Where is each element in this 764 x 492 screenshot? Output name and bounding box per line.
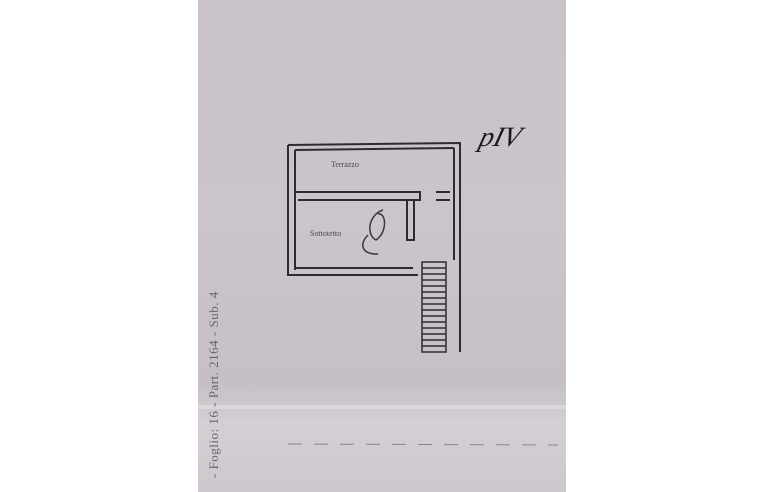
room-label-sottotetto: Sottotetto bbox=[310, 229, 342, 238]
floor-plan-drawing bbox=[287, 141, 559, 446]
floor-plan-photo: Terrazzo Sottotetto pIV - Foglio: 16 - P… bbox=[198, 0, 566, 492]
paper-fold bbox=[198, 405, 566, 409]
room-label-terrazzo: Terrazzo bbox=[331, 160, 359, 169]
north-mark: pIV bbox=[475, 122, 525, 153]
cadastral-label: - Foglio: 16 - Part. 2164 - Sub. 4 bbox=[206, 291, 221, 478]
